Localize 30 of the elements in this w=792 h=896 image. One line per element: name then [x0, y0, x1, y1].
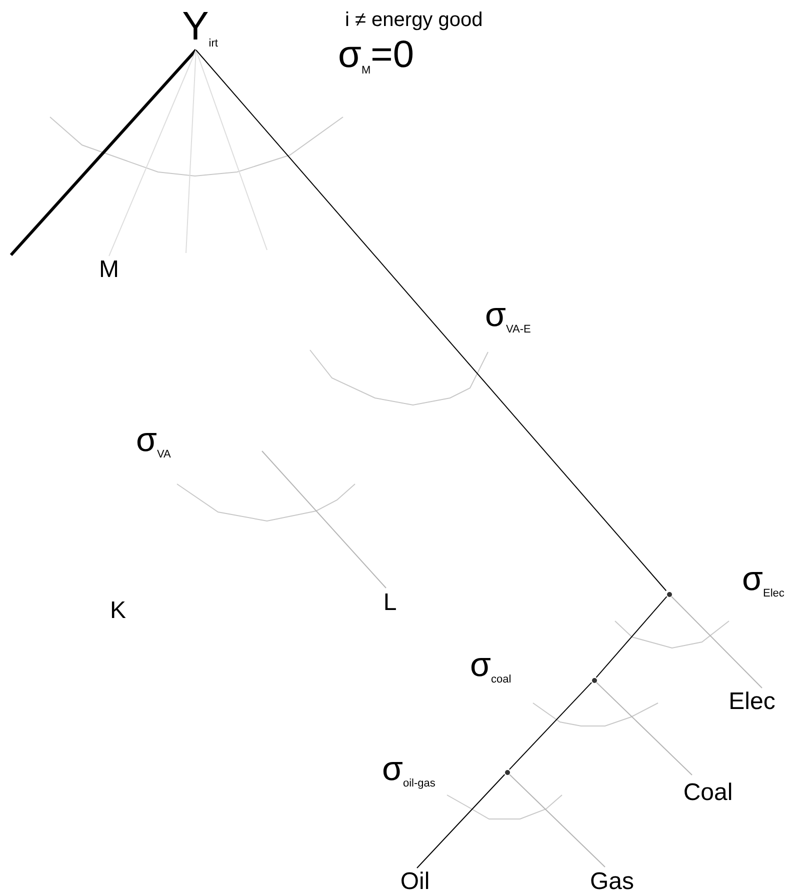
node-label: Coal: [683, 781, 733, 805]
connector-line: [262, 450, 386, 588]
junction-point: [504, 770, 510, 774]
connector-line: [596, 596, 668, 678]
node-label: Gas: [590, 870, 634, 894]
note-text: σ$_{oil-gas}$: [382, 752, 436, 790]
junction-point: [592, 678, 596, 682]
elasticity-label: σ$_{M}$=0: [338, 36, 414, 77]
connector-line: [10, 49, 198, 256]
node-label: K: [110, 599, 126, 623]
node-label: L: [383, 591, 397, 615]
elasticity-label: σ$_{VA-E}$: [485, 298, 531, 336]
connector-line: [196, 50, 268, 250]
connector-line: [509, 774, 606, 868]
node-label: Y$_{irt}$: [182, 6, 218, 50]
node-label: Elec: [728, 690, 776, 714]
node-label: Oil: [400, 870, 430, 894]
connector-line: [416, 774, 506, 868]
connector-line: [108, 50, 196, 256]
connector-line: [196, 50, 667, 592]
elasticity-label: σ$_{coal}$: [470, 648, 512, 686]
note-text: i ≠ energy good: [345, 10, 483, 30]
connector-line: [186, 50, 196, 254]
connector-line: [596, 682, 692, 776]
junction-point: [666, 592, 672, 596]
node-label: M: [99, 258, 119, 282]
elasticity-label: σ$_{Elec}$: [742, 562, 784, 600]
connector-line: [671, 596, 762, 688]
connector-line: [508, 682, 592, 770]
elasticity-label: σ$_{VA}$: [136, 423, 171, 461]
